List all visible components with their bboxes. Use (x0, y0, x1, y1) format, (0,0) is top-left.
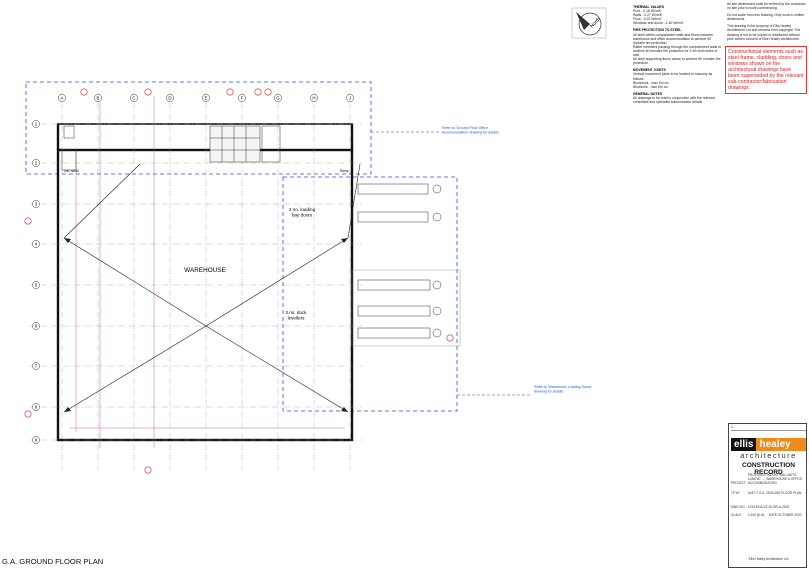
grid-column-bubble (202, 94, 210, 102)
superseded-warning: Constructional elements such as steel fr… (725, 46, 807, 94)
grid-column-bubble (274, 94, 282, 102)
notes-heading-thermal: THERMAL VALUES (633, 5, 664, 9)
grid-row-bubble (32, 159, 40, 167)
grid-column-label: E (205, 96, 208, 101)
notes-heading-fire: FIRE PROTECTION TO STEEL (633, 28, 682, 33)
note-paragraph: All steel supporting floors above to ach… (633, 57, 721, 66)
plan-title: G.A. GROUND FLOOR PLAN (2, 557, 104, 566)
scale-value: 1:200 @ A1 (747, 513, 765, 517)
grid-row-bubble (32, 281, 40, 289)
title-label: TITLE (731, 491, 740, 495)
note-paragraph: Rafter members passing through the compa… (633, 44, 722, 58)
travel-distance-arrows (63, 163, 361, 413)
date-label: DATE (768, 513, 778, 517)
warehouse-wall (56, 148, 354, 442)
grid-row-bubble (32, 436, 40, 444)
drawing-number-label: DWG NO. (731, 505, 746, 509)
grid-row-label: 1 (35, 122, 38, 127)
grid-column-label: B (97, 96, 100, 101)
project-label: PROJECT (731, 480, 746, 485)
grid-column-bubble (310, 94, 318, 102)
title-value: UNIT 2 G.A. GROUND FLOOR PLAN (747, 491, 802, 495)
scale-label: SCALE (731, 513, 742, 517)
grid-column-label: J (349, 96, 351, 101)
revision-value: C (731, 425, 734, 429)
notes-column-right: All site dimensions shall be verified by… (727, 2, 807, 41)
note-line: Walls - 0.27 W/m²K (633, 13, 663, 18)
note-line: Brickwork - max 6m c/c (633, 84, 669, 89)
grid-row-bubble (32, 120, 40, 128)
note-paragraph: Vertical movement joints to be located i… (633, 72, 713, 81)
logo-subtitle: architecture (740, 451, 797, 460)
grid-row-label: 8 (35, 405, 38, 410)
grid-column-bubble (94, 94, 102, 102)
corner-label-a: 2no. small (64, 169, 79, 173)
north-arrow-icon: North (571, 7, 607, 39)
grid-row-label: 5 (35, 283, 38, 288)
grid-column-label: C (132, 96, 135, 101)
grid-column-label: D (168, 96, 171, 101)
loading-highlight-box (282, 176, 458, 412)
grid-row-label: 9 (35, 438, 38, 443)
note-line: Blockwork - max 6m c/c (633, 80, 669, 85)
office-block-wall (57, 123, 353, 151)
office-highlight-box (25, 81, 372, 175)
note-line: Windows and doors - 1.60 W/m²K (633, 21, 684, 26)
grid-row-label: 3 (35, 202, 38, 207)
project-value: PROPOSED INDUSTRIAL UNITS, LAND AT ..., … (747, 473, 803, 485)
grid-row-label: 4 (35, 242, 38, 247)
note-line: Floor - 0.22 W/m²K (633, 17, 662, 22)
grid-column-bubble (130, 94, 138, 102)
grid-row-label: 2 (35, 161, 38, 166)
loading-ref-note: Refer to 'Warehouse Loading Doors'drawin… (534, 385, 592, 393)
note-paragraph: All site dimensions shall be verified by… (727, 2, 806, 11)
grid-row-label: 7 (35, 364, 38, 369)
notes-heading-general: GENERAL NOTES (633, 91, 663, 96)
grid-column-bubble (58, 94, 66, 102)
grid-column-bubble (238, 94, 246, 102)
warehouse-label: WAREHOUSE (184, 267, 226, 274)
date-value: OCTOBER 2020 (777, 513, 802, 517)
note-paragraph: This drawing is the property of Ellis He… (727, 24, 801, 41)
grid-column-bubble (346, 94, 354, 102)
grid-column-label: A (61, 96, 64, 101)
dock-doors (351, 183, 461, 347)
grid-column-label: G (276, 96, 280, 101)
grid-column-bubble (166, 94, 174, 102)
note-line: Roof - 0.18 W/m²K (633, 9, 662, 14)
logo-word-healey: healey (756, 438, 806, 451)
corner-label-b: Ramp (340, 169, 349, 173)
notes-heading-movement: MOVEMENT JOINTS (633, 68, 666, 73)
title-block: C ellis healey architecture CONSTRUCTION… (728, 423, 807, 568)
grid-row-bubble (32, 403, 40, 411)
note-paragraph: All steel within compartment walls and f… (633, 32, 714, 45)
grid-column-label: H (312, 96, 315, 101)
note-paragraph: Do not scale from this drawing. Only wor… (727, 13, 805, 22)
grid-row-bubble (32, 240, 40, 248)
grid-column-label: F (241, 96, 244, 101)
construction-record-title: CONSTRUCTION RECORD (741, 462, 796, 476)
note-paragraph: All drawings to be read in conjunction w… (633, 95, 715, 104)
logo-word-ellis: ellis (731, 438, 757, 451)
section-markers (24, 88, 454, 474)
drawing-number-value: 1234-EHA-ZZ-00-DR-A-2003 (747, 505, 790, 509)
office-interior (61, 125, 281, 171)
ellis-healey-logo: ellis healey architecture (731, 438, 806, 460)
practice-address: Ellis Healey Architecture Ltd (748, 557, 789, 561)
grid-row-bubble (32, 322, 40, 330)
grid-row-bubble (32, 200, 40, 208)
grid-row-bubble (32, 362, 40, 370)
notes-column: THERMAL VALUES Roof - 0.18 W/m²K Walls -… (633, 2, 721, 104)
grid-row-label: 6 (35, 324, 38, 329)
